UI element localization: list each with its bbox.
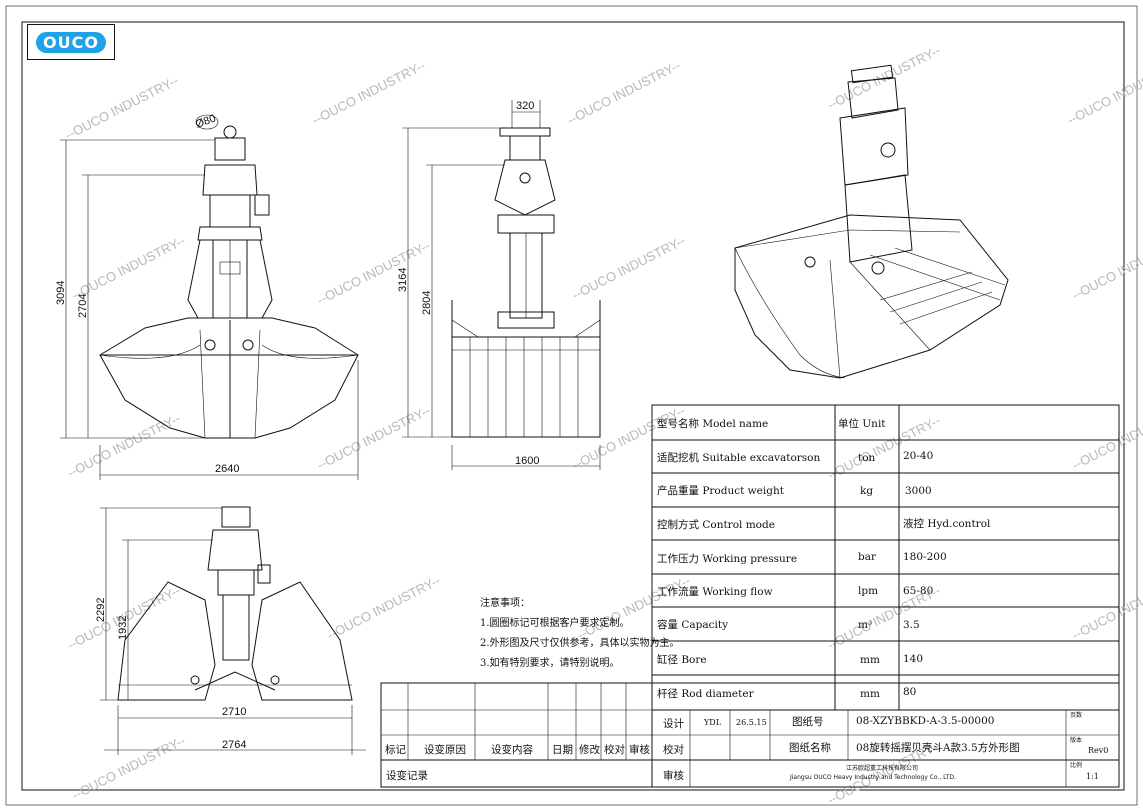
spec-row-control-value: 液控 Hyd.control xyxy=(903,517,991,530)
tb-revise: 修改 xyxy=(579,743,600,756)
notes-title: 注意事项： xyxy=(480,596,530,609)
watermark-7: --OUCO INDUSTRY-- xyxy=(315,238,433,308)
spec-row-weight-unit: kg xyxy=(860,485,873,497)
watermark-16: --OUCO INDUSTRY-- xyxy=(325,573,443,643)
tb-change-reason: 设变原因 xyxy=(424,743,466,756)
side-height-total-label: 3164 xyxy=(397,268,409,292)
open-view: 2292 1932 2710 2764 xyxy=(95,506,366,755)
spec-row-excavator-name: 适配挖机 Suitable excavatorson xyxy=(657,451,821,464)
watermark-3: --OUCO INDUSTRY-- xyxy=(565,58,683,128)
open-width-total-label: 2764 xyxy=(222,739,246,751)
spec-row-excavator-unit: ton xyxy=(858,452,876,464)
front-view: 3094 2704 2640 Ø80 xyxy=(55,112,359,480)
open-height-total-label: 2292 xyxy=(95,598,107,622)
spec-row-weight-value: 3000 xyxy=(905,485,932,497)
isometric-view xyxy=(734,64,1009,379)
note-item-1: 1.圆圈标记可根据客户要求定制。 xyxy=(480,616,630,629)
side-width-label: 1600 xyxy=(515,455,539,467)
spec-row-rod-value: 80 xyxy=(903,686,916,698)
tb-version: Rev0 xyxy=(1088,746,1108,755)
watermark-20: --OUCO INDUSTRY-- xyxy=(70,733,188,803)
title-block: 标记 设变原因 设变内容 日期 修改 校对 审核 设变记录 设计 YDL 26.… xyxy=(380,682,1120,788)
tb-drawing-name: 08旋转摇摆贝壳斗A款3.5方外形图 xyxy=(856,741,1020,754)
watermark-2: --OUCO INDUSTRY-- xyxy=(310,58,428,128)
watermarks: --OUCO INDUSTRY-- --OUCO INDUSTRY-- --OU… xyxy=(63,43,1143,808)
spec-row-flow-value: 65-80 xyxy=(903,585,933,597)
spec-row-capacity-value: 3.5 xyxy=(903,619,920,631)
tb-design: 设计 xyxy=(663,717,684,730)
watermark-1: --OUCO INDUSTRY-- xyxy=(63,73,181,143)
tb-drawing-no-label: 图纸号 xyxy=(792,715,824,728)
tb-scale: 1:1 xyxy=(1086,772,1099,781)
tb-page-label: 页数 xyxy=(1070,711,1082,719)
watermark-9: --OUCO INDUSTRY-- xyxy=(1070,233,1143,303)
tb-company-en: Jiangsu OUCO Heavy Industry and Technolo… xyxy=(789,774,956,781)
tb-date: 日期 xyxy=(552,744,573,756)
notes: 注意事项： 1.圆圈标记可根据客户要求定制。 2.外形图及尺寸仅供参考，具体以实… xyxy=(480,596,680,669)
tb-designer: YDL xyxy=(703,718,722,727)
spec-row-control-name: 控制方式 Control mode xyxy=(657,518,775,531)
open-height-inner-label: 1932 xyxy=(117,616,129,640)
spec-row-weight-name: 产品重量 Product weight xyxy=(657,484,785,497)
tb-version-label: 版本 xyxy=(1070,736,1082,744)
tb-change-record: 设变记录 xyxy=(386,769,428,782)
spec-row-pressure-value: 180-200 xyxy=(903,551,947,563)
company-logo: OUCO xyxy=(27,24,115,60)
watermark-14: --OUCO INDUSTRY-- xyxy=(1070,403,1143,473)
spec-row-flow-name: 工作流量 Working flow xyxy=(657,585,773,598)
front-height-inner-label: 2704 xyxy=(77,294,89,318)
side-height-inner-label: 2804 xyxy=(421,291,433,315)
note-item-3: 3.如有特别要求，请特别说明。 xyxy=(480,656,620,669)
watermark-5: --OUCO INDUSTRY-- xyxy=(1065,58,1143,128)
watermark-8: --OUCO INDUSTRY-- xyxy=(570,233,688,303)
tb-change-content: 设变内容 xyxy=(491,743,533,756)
spec-row-model-name: 型号名称 Model name xyxy=(657,417,768,430)
spec-row-excavator-value: 20-40 xyxy=(903,450,933,462)
tb-drawing-no: 08-XZYBBKD-A-3.5-00000 xyxy=(856,715,994,727)
spec-row-capacity-name: 容量 Capacity xyxy=(657,618,728,631)
spec-row-flow-unit: lpm xyxy=(858,585,878,597)
outer-border xyxy=(5,5,1138,806)
front-height-total-label: 3094 xyxy=(55,281,67,305)
tb-company-cn: 江苏欧超重工科技有限公司 xyxy=(846,764,918,772)
tb-approve-small: 审核 xyxy=(629,743,650,756)
logo-text: OUCO xyxy=(36,31,106,53)
watermark-17: --OUCO INDUSTRY-- xyxy=(575,573,693,643)
spec-row-bore-value: 140 xyxy=(903,653,923,665)
watermark-10: --OUCO INDUSTRY-- xyxy=(65,411,183,481)
spec-row-pressure-name: 工作压力 Working pressure xyxy=(657,552,797,565)
tb-scale-label: 比例 xyxy=(1070,761,1082,769)
side-view: 3164 2804 1600 320 xyxy=(397,100,601,470)
spec-row-rod-name: 杆径 Rod diameter xyxy=(657,687,755,700)
note-item-2: 2.外形图及尺寸仅供参考，具体以实物为主。 xyxy=(480,636,680,649)
front-width-label: 2640 xyxy=(215,463,239,475)
side-pin-label: 320 xyxy=(516,100,534,112)
tb-check: 校对 xyxy=(663,743,684,756)
watermark-11: --OUCO INDUSTRY-- xyxy=(315,403,433,473)
spec-table: 型号名称 Model name 单位 Unit 适配挖机 Suitable ex… xyxy=(651,404,1120,711)
tb-mark: 标记 xyxy=(385,744,406,756)
spec-row-pressure-unit: bar xyxy=(858,551,877,563)
spec-row-bore-unit: mm xyxy=(860,654,880,666)
spec-row-unit-header: 单位 Unit xyxy=(838,417,886,430)
tb-check-small: 校对 xyxy=(604,743,625,756)
spec-row-bore-name: 缸径 Bore xyxy=(657,653,707,666)
watermark-4: --OUCO INDUSTRY-- xyxy=(825,43,943,113)
tb-approve: 审核 xyxy=(663,769,684,782)
tb-drawing-name-label: 图纸名称 xyxy=(789,741,831,754)
watermark-19: --OUCO INDUSTRY-- xyxy=(1070,573,1143,643)
watermark-6: --OUCO INDUSTRY-- xyxy=(70,233,188,303)
inner-border xyxy=(21,21,1125,791)
open-width-inner-label: 2710 xyxy=(222,706,246,718)
spec-row-rod-unit: mm xyxy=(860,688,880,700)
spec-row-capacity-unit: m³ xyxy=(858,619,872,631)
tb-design-date: 26.5.15 xyxy=(736,718,767,727)
